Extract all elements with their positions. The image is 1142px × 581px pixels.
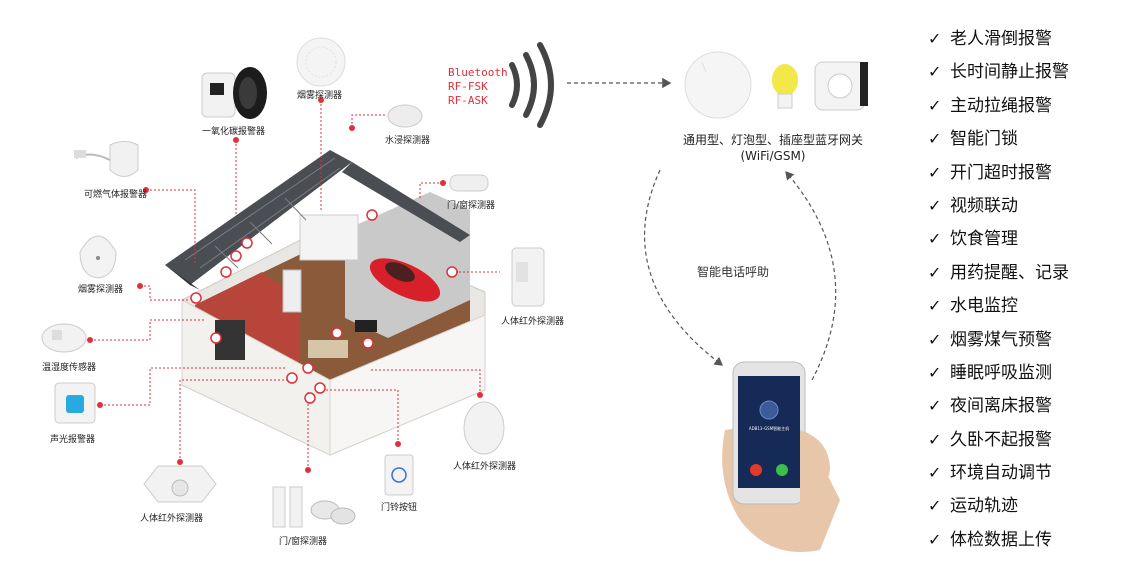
phone-call-label: 智能电话呼助	[697, 265, 770, 279]
feature-label: 视频联动	[950, 195, 1018, 216]
water-leak-detector-icon	[387, 104, 423, 128]
feature-item: ✓ 水电监控	[928, 289, 1128, 322]
feature-label: 夜间离床报警	[950, 396, 1052, 417]
feature-item: ✓ 老人滑倒报警	[928, 22, 1128, 55]
feature-label: 饮食管理	[950, 229, 1018, 250]
check-icon: ✓	[928, 496, 942, 516]
phone-to-gateway-arrow	[785, 171, 837, 381]
label-doorbell: 门铃按钮	[381, 503, 418, 513]
wireless-protocols: Bluetooth RF-FSK RF-ASK	[448, 66, 508, 108]
feature-label: 烟雾煤气预警	[950, 329, 1052, 350]
gateway-title-line2: (WiFi/GSM)	[740, 149, 806, 163]
feature-item: ✓ 夜间离床报警	[928, 389, 1128, 422]
door-window-sensor-right-icon	[449, 174, 489, 192]
feature-item: ✓ 环境自动调节	[928, 456, 1128, 489]
gas-alarm-icon	[74, 141, 139, 177]
protocol-rf-ask: RF-ASK	[448, 94, 488, 107]
feature-item: ✓ 用药提醒、记录	[928, 256, 1128, 289]
label-smoke-top: 烟雾探测器	[297, 91, 343, 101]
check-icon: ✓	[928, 529, 942, 549]
check-icon: ✓	[928, 329, 942, 349]
feature-label: 水电监控	[950, 296, 1018, 317]
check-icon: ✓	[928, 195, 942, 215]
feature-item: ✓ 饮食管理	[928, 222, 1128, 255]
wireless-signal-icon	[509, 42, 554, 128]
label-co-alarm: 一氧化碳报警器	[202, 127, 266, 137]
feature-item: ✓ 体检数据上传	[928, 523, 1128, 556]
feature-item: ✓ 视频联动	[928, 189, 1128, 222]
feature-label: 睡眠呼吸监测	[950, 362, 1052, 383]
check-icon: ✓	[928, 362, 942, 382]
doorbell-icon	[384, 454, 414, 496]
feature-label: 主动拉绳报警	[950, 95, 1052, 116]
feature-label: 运动轨迹	[950, 496, 1018, 517]
co-alarm-icon	[201, 67, 267, 119]
check-icon: ✓	[928, 95, 942, 115]
feature-item: ✓ 睡眠呼吸监测	[928, 356, 1128, 389]
feature-label: 长时间静止报警	[950, 62, 1069, 83]
check-icon: ✓	[928, 162, 942, 182]
feature-item: ✓ 主动拉绳报警	[928, 89, 1128, 122]
check-icon: ✓	[928, 262, 942, 282]
feature-label: 用药提醒、记录	[950, 262, 1069, 283]
smoke-detector-top-icon	[296, 37, 346, 87]
check-icon: ✓	[928, 229, 942, 249]
sensor-dots	[87, 97, 483, 473]
label-pir-right-top: 人体红外探测器	[501, 317, 565, 327]
door-window-sensor-bottom-icon	[272, 486, 356, 528]
check-icon: ✓	[928, 29, 942, 48]
label-water-leak: 水浸探测器	[385, 136, 431, 146]
temp-humidity-sensor-icon	[41, 323, 87, 353]
feature-label: 智能门锁	[950, 129, 1018, 150]
label-smoke-left: 烟雾探测器	[78, 285, 124, 295]
feature-item: ✓ 开门超时报警	[928, 156, 1128, 189]
label-door-window-bottom: 门/窗探测器	[279, 537, 328, 547]
pir-sensor-right-bottom-icon	[463, 401, 505, 455]
phone-screen-text: ADB13-GSM智能主机	[749, 425, 789, 431]
feature-label: 久卧不起报警	[950, 429, 1052, 450]
feature-item: ✓ 智能门锁	[928, 122, 1128, 155]
check-icon: ✓	[928, 429, 942, 449]
feature-label: 老人滑倒报警	[950, 29, 1052, 49]
check-icon: ✓	[928, 396, 942, 416]
label-pir-ceiling: 人体红外探测器	[140, 514, 204, 524]
feature-item: ✓ 久卧不起报警	[928, 423, 1128, 456]
label-sound-light-alarm: 声光报警器	[50, 435, 96, 445]
pir-ceiling-sensor-icon	[143, 465, 217, 503]
feature-list: ✓ 老人滑倒报警 ✓ 长时间静止报警 ✓ 主动拉绳报警 ✓ 智能门锁 ✓ 开门超时报警 ✓…	[928, 22, 1128, 556]
gateway-devices	[684, 51, 868, 119]
check-icon: ✓	[928, 296, 942, 316]
sensor-leader-lines	[90, 100, 500, 470]
label-gas-alarm: 可燃气体报警器	[84, 190, 148, 200]
pir-sensor-right-top-icon	[511, 247, 545, 307]
check-icon: ✓	[928, 463, 942, 483]
feature-label: 环境自动调节	[950, 463, 1052, 484]
label-pir-right-bottom: 人体红外探测器	[453, 462, 517, 472]
check-icon: ✓	[928, 62, 942, 82]
house-illustration	[165, 150, 486, 456]
label-door-window-right: 门/窗探测器	[447, 201, 496, 211]
gateway-title-line1: 通用型、灯泡型、插座型蓝牙网关	[682, 133, 863, 147]
feature-item: ✓ 烟雾煤气预警	[928, 323, 1128, 356]
protocol-rf-fsk: RF-FSK	[448, 80, 488, 93]
smoke-detector-left-icon	[79, 235, 117, 279]
label-temp-humidity: 温湿度传感器	[42, 363, 97, 373]
feature-item: ✓ 长时间静止报警	[928, 55, 1128, 88]
house-sensor-markers	[190, 209, 458, 404]
gateway-to-phone-arrow	[643, 169, 723, 366]
check-icon: ✓	[928, 129, 942, 149]
feature-item: ✓ 运动轨迹	[928, 489, 1128, 522]
protocol-bluetooth: Bluetooth	[448, 66, 508, 79]
sound-light-alarm-icon	[54, 382, 96, 424]
car	[369, 258, 441, 302]
feature-label: 体检数据上传	[950, 529, 1052, 550]
feature-label: 开门超时报警	[950, 162, 1052, 183]
smartphone-in-hand	[722, 361, 840, 552]
gateway-title: 通用型、灯泡型、插座型蓝牙网关 (WiFi/GSM)	[668, 132, 878, 164]
